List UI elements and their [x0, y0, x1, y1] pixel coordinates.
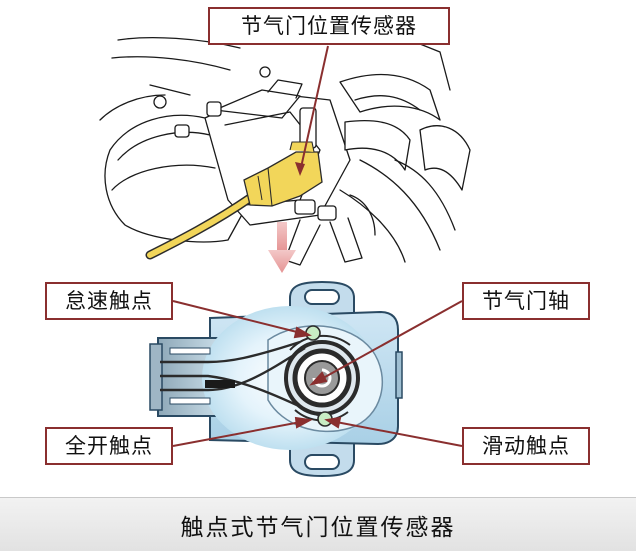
label-full-open-contact: 全开触点	[45, 427, 173, 465]
label-idle-contact: 怠速触点	[45, 282, 173, 320]
sensor-detail	[150, 282, 402, 476]
label-throttle-position-sensor: 节气门位置传感器	[208, 7, 450, 45]
label-sliding-contact: 滑动触点	[462, 427, 590, 465]
down-arrow	[268, 222, 296, 273]
figure-caption: 触点式节气门位置传感器	[181, 508, 456, 542]
caption-bar: 触点式节气门位置传感器	[0, 497, 636, 551]
label-throttle-shaft: 节气门轴	[462, 282, 590, 320]
